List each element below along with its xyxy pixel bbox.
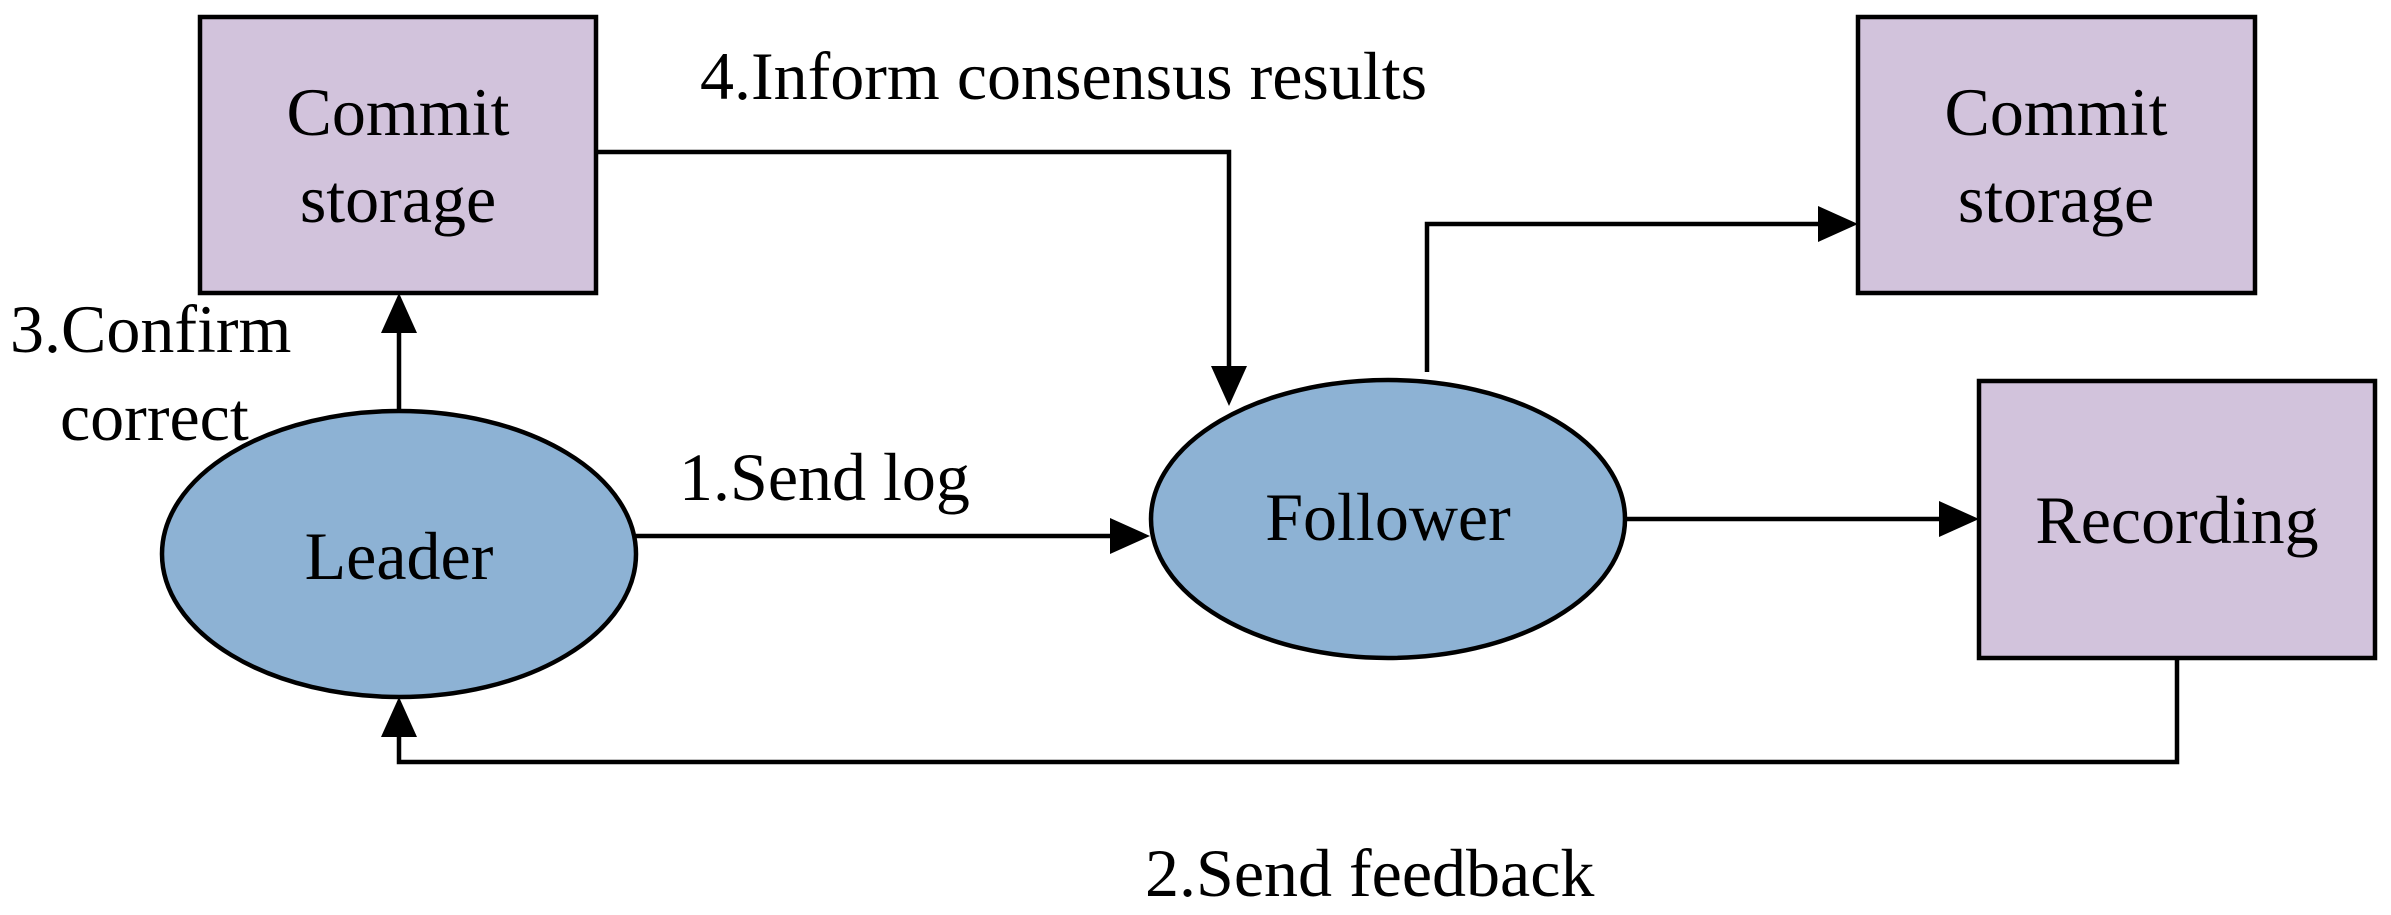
- leader-node: Leader: [159, 408, 639, 700]
- arrowhead-icon: [1211, 366, 1247, 406]
- leader-label: Leader: [305, 518, 494, 594]
- edge-inform-consensus: [596, 149, 1247, 406]
- confirm-correct-label-line1: 3.Confirm: [10, 291, 291, 367]
- commit-storage-left-line2: storage: [300, 161, 496, 237]
- follower-label: Follower: [1265, 479, 1511, 555]
- commit-storage-right-line1: Commit: [1945, 74, 2168, 150]
- commit-storage-right-line2: storage: [1958, 161, 2154, 237]
- send-feedback-label: 2.Send feedback: [1145, 835, 1594, 911]
- edge-leader-to-commit-storage: [381, 293, 417, 412]
- commit-storage-right-box: Commit storage: [1855, 14, 2258, 296]
- commit-storage-left-line1: Commit: [287, 74, 510, 150]
- inform-consensus-label: 4.Inform consensus results: [700, 38, 1427, 114]
- arrowhead-icon: [381, 697, 417, 737]
- arrowhead-icon: [1818, 206, 1858, 242]
- arrowhead-icon: [381, 293, 417, 333]
- arrowhead-icon: [1939, 501, 1979, 537]
- follower-node: Follower: [1148, 377, 1628, 661]
- edge-follower-to-recording: [1625, 501, 1979, 537]
- recording-label: Recording: [2035, 482, 2318, 558]
- edge-send-feedback: [381, 658, 2180, 765]
- commit-storage-left-box: Commit storage: [197, 14, 599, 296]
- recording-box: Recording: [1976, 378, 2378, 661]
- edge-follower-to-commit-storage: [1424, 206, 1858, 372]
- send-log-label: 1.Send log: [679, 439, 970, 515]
- arrowhead-icon: [1110, 518, 1150, 554]
- edge-send-log: [636, 518, 1150, 554]
- confirm-correct-label-line2: correct: [60, 379, 249, 455]
